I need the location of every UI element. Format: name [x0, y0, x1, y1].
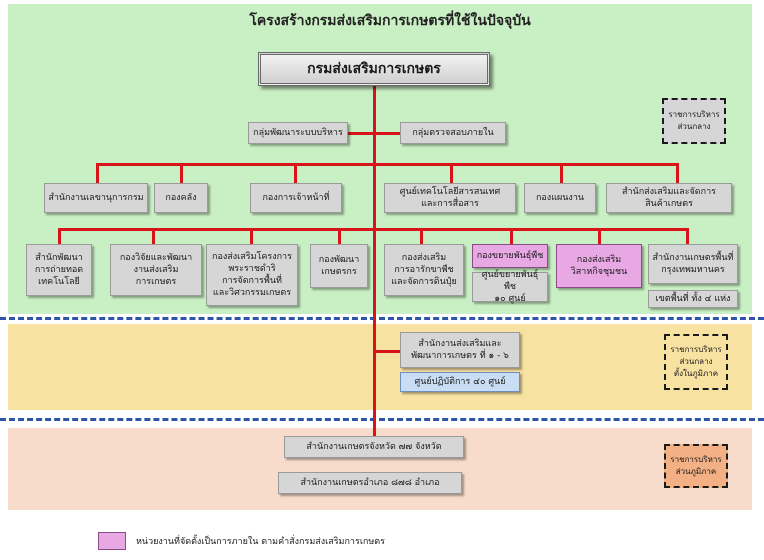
row1-drop [96, 163, 99, 183]
main-trunk-line [373, 86, 376, 444]
legend-label: หน่วยงานที่จัดตั้งเป็นการภายใน ตามคำสั่ง… [136, 537, 385, 547]
operations-center-box: ศูนย์ปฏิบัติการ ๔๐ ศูนย์ [400, 372, 520, 392]
chart-title: โครงสร้างกรมส่งเสริมการเกษตรที่ใช้ในปัจจ… [249, 13, 531, 29]
zone-divider [0, 418, 764, 421]
row1-drop [560, 163, 563, 183]
row2-drop [152, 228, 155, 244]
central-admin-label: ราชการบริหาร ส่วนกลาง [662, 98, 726, 144]
row1-drop [676, 163, 679, 183]
central-unit-box: สำนักส่งเสริมและจัดการ สินค้าเกษตร [606, 183, 732, 213]
district-office-box: สำนักงานเกษตรอำเภอ ๘๗๘ อำเภอ [278, 472, 462, 494]
central-in-region-label: ราชการบริหาร ส่วนกลาง ตั้งในภูมิภาค [664, 334, 728, 390]
department-head-box: กรมส่งเสริมการเกษตร [258, 52, 490, 86]
row1-drop [180, 163, 183, 183]
central-unit-box: สำนักงานเกษตรพื้นที่ กรุงเทพมหานคร [648, 244, 738, 284]
legend-swatch [98, 532, 126, 550]
provincial-office-box: สำนักงานเกษตรจังหวัด ๗๗ จังหวัด [284, 436, 464, 458]
bangkok-zones-box: เขตพื้นที่ ทั้ง ๔ แห่ง [648, 290, 738, 308]
regional-admin-label: ราชการบริหาร ส่วนภูมิภาค [664, 444, 728, 488]
regional-connector-line [373, 350, 401, 353]
plant-propagation-centers-box: ศูนย์ขยายพันธุ์พืช ๑๐ ศูนย์ [472, 270, 548, 304]
row2-drop [686, 228, 689, 244]
central-unit-box: สำนักงานเลขานุการกรม [44, 183, 148, 213]
row2-drop [250, 228, 253, 244]
row2-drop [420, 228, 423, 244]
staff-unit-box: กลุ่มพัฒนาระบบบริหาร [248, 122, 348, 144]
central-unit-box: กองส่งเสริมโครงการ พระราชดำริ การจัดการพ… [206, 244, 298, 306]
staff-unit-box: กลุ่มตรวจสอบภายใน [400, 122, 506, 144]
central-unit-box: ศูนย์เทคโนโลยีสารสนเทศ และการสื่อสาร [384, 183, 516, 213]
row1-bus-line [96, 163, 676, 166]
central-unit-box: สำนักพัฒนา การถ่ายทอด เทคโนโลยี [26, 244, 92, 296]
central-unit-box: กองคลัง [154, 183, 208, 213]
row1-drop [450, 163, 453, 183]
row1-drop [294, 163, 297, 183]
central-in-region-zone [8, 324, 752, 410]
staff-connector-line [348, 132, 400, 135]
row2-drop [510, 228, 513, 244]
central-unit-box: กองวิจัยและพัฒนา งานส่งเสริมการเกษตร [110, 244, 202, 296]
central-unit-box: กองแผนงาน [524, 183, 596, 213]
row2-drop [58, 228, 61, 244]
internal-unit-box: กองส่งเสริม วิสาหกิจชุมชน [556, 244, 642, 288]
row2-drop [598, 228, 601, 244]
internal-unit-box: กองขยายพันธุ์พืช [472, 244, 548, 268]
central-unit-box: กองการเจ้าหน้าที่ [250, 183, 342, 213]
central-unit-box: กองพัฒนา เกษตรกร [310, 244, 368, 288]
central-unit-box: กองส่งเสริม การอารักขาพืช และจัดการดินปุ… [384, 244, 464, 296]
regional-office-box: สำนักงานส่งเสริมและ พัฒนาการเกษตร ที่ ๑ … [400, 332, 520, 368]
row2-bus-line [58, 228, 686, 231]
row2-drop [338, 228, 341, 244]
zone-divider [0, 317, 764, 320]
